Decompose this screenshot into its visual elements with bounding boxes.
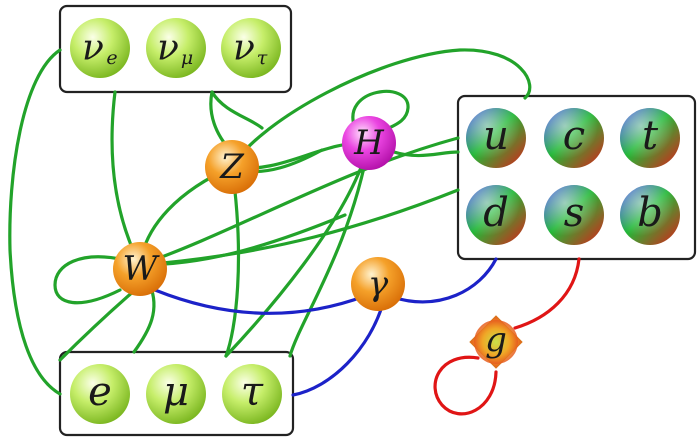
strong-interaction-lines [433, 257, 581, 416]
muon: μ [146, 364, 206, 424]
weak-line [392, 150, 460, 158]
svg-text:μ: μ [181, 47, 193, 69]
w-boson: W [113, 242, 167, 296]
svg-text:d: d [483, 190, 509, 236]
gluon: g [469, 315, 523, 369]
em-line [390, 257, 498, 304]
tau: τ [222, 364, 282, 424]
weak-line [138, 188, 460, 267]
svg-text:s: s [564, 190, 585, 236]
weak-line [53, 255, 127, 305]
weak-line [58, 288, 137, 362]
higgs-boson: H [342, 116, 396, 170]
quark-bottom: b [620, 185, 680, 245]
svg-text:e: e [88, 369, 112, 415]
svg-text:H: H [353, 123, 385, 163]
svg-text:γ: γ [368, 264, 389, 304]
em-line [291, 298, 386, 397]
strong-line [433, 355, 498, 416]
quark-up: u [466, 108, 526, 168]
svg-text:W: W [123, 249, 161, 289]
quark-down: d [466, 185, 526, 245]
svg-text:ν: ν [82, 28, 104, 69]
weak-interaction-lines [8, 48, 532, 396]
photon: γ [351, 257, 405, 311]
weak-line [230, 48, 532, 169]
weak-line [288, 141, 371, 358]
svg-text:Z: Z [219, 147, 245, 187]
electron: e [70, 364, 130, 424]
quark-top: t [620, 108, 680, 168]
quark-charm: c [544, 108, 604, 168]
svg-text:μ: μ [163, 369, 189, 415]
svg-text:g: g [485, 320, 507, 360]
z-boson: Z [205, 140, 259, 194]
svg-text:c: c [563, 113, 585, 159]
em-interaction-lines [153, 257, 498, 397]
svg-text:ν: ν [233, 28, 255, 69]
weak-line [138, 136, 460, 267]
neutrino-electron: ν e [70, 18, 130, 78]
weak-line [351, 89, 410, 132]
weak-line [224, 165, 241, 358]
weak-line [8, 48, 62, 396]
svg-text:u: u [483, 113, 509, 159]
svg-text:ν: ν [157, 28, 179, 69]
svg-text:τ: τ [241, 369, 264, 415]
weak-line [110, 90, 142, 267]
neutrino-muon: ν μ [146, 18, 206, 78]
svg-text:τ: τ [257, 47, 268, 69]
weak-line [210, 90, 264, 130]
svg-text:t: t [642, 113, 659, 159]
quark-strange: s [544, 185, 604, 245]
strong-line [513, 257, 581, 330]
neutrino-tau: ν τ [221, 18, 281, 78]
em-line [153, 288, 367, 315]
svg-text:b: b [637, 190, 663, 236]
svg-text:e: e [106, 47, 117, 69]
